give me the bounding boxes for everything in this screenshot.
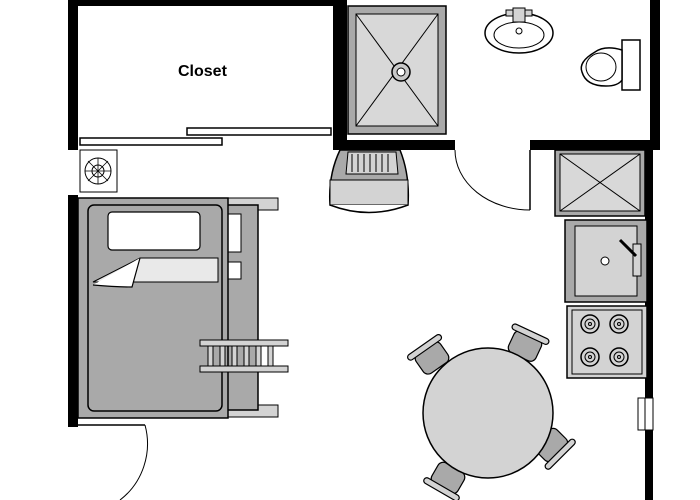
closet-area: Closet xyxy=(79,63,332,146)
door-swing-icon[interactable] xyxy=(454,149,531,211)
tv-icon xyxy=(328,149,410,214)
wall-left-lower xyxy=(68,195,78,427)
wall-right-bottom xyxy=(645,430,653,500)
refrigerator-icon xyxy=(554,149,646,217)
wall-right-bath xyxy=(650,0,660,150)
dining-table-icon xyxy=(407,323,576,500)
walls xyxy=(68,0,660,500)
wall-right-kitchen xyxy=(645,148,653,398)
wall-top-closet xyxy=(68,0,343,6)
stove-icon xyxy=(566,305,648,379)
door-swing-icon[interactable] xyxy=(78,424,148,500)
wall-bath-bottom-left xyxy=(333,140,455,150)
shower-icon xyxy=(347,5,447,135)
wall-bath-bottom-right xyxy=(530,140,655,150)
kitchen-sink-icon xyxy=(564,219,648,303)
bunk-bed-icon xyxy=(77,197,279,419)
heater-icon xyxy=(79,149,118,193)
ladder-icon xyxy=(199,339,289,373)
wall-closet-bath xyxy=(333,0,347,150)
window-icon xyxy=(637,397,654,431)
bathroom-sink-icon xyxy=(484,7,554,54)
toilet-icon xyxy=(580,39,641,91)
closet-label: Closet xyxy=(178,63,228,80)
closet-sliding-doors[interactable] xyxy=(79,127,332,146)
wall-left-upper xyxy=(68,0,78,150)
